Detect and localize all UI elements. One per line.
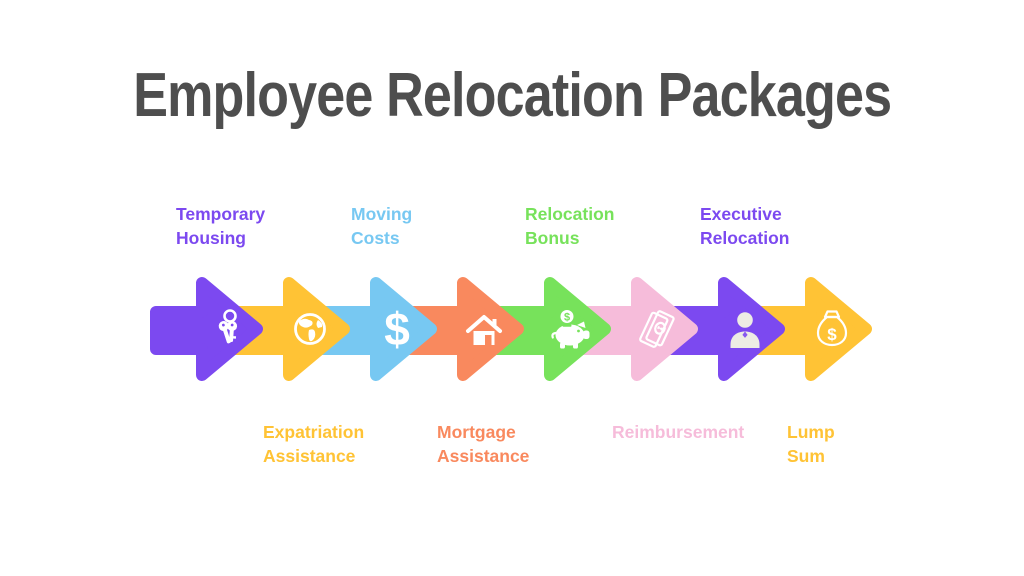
arrow-shape (150, 277, 263, 381)
svg-text:$: $ (564, 312, 570, 324)
banknote-icon (639, 310, 675, 348)
money-bag-icon: $ (816, 310, 848, 347)
house-icon (466, 315, 502, 345)
label-mortgage-assistance: Mortgage Assistance (437, 422, 530, 466)
piggy-bank-icon: $ (551, 310, 590, 349)
globe-icon (294, 313, 326, 345)
keys-icon (218, 309, 238, 344)
label-executive-relocation: Executive Relocation (700, 204, 790, 248)
dollar-icon: $ (384, 305, 410, 353)
label-temporary-housing: Temporary Housing (176, 204, 266, 248)
person-icon (730, 312, 760, 348)
label-moving-costs: Moving Costs (351, 204, 413, 248)
page-title: Employee Relocation Packages (132, 61, 892, 130)
label-expatriation-assistance: Expatriation Assistance (263, 422, 365, 466)
step-temporary-housing (150, 276, 263, 382)
svg-text:$: $ (384, 305, 410, 353)
label-reimbursement: Reimbursement (612, 422, 745, 442)
svg-text:$: $ (827, 325, 837, 344)
label-lump-sum: Lump Sum (787, 422, 835, 466)
label-relocation-bonus: Relocation Bonus (525, 204, 615, 248)
